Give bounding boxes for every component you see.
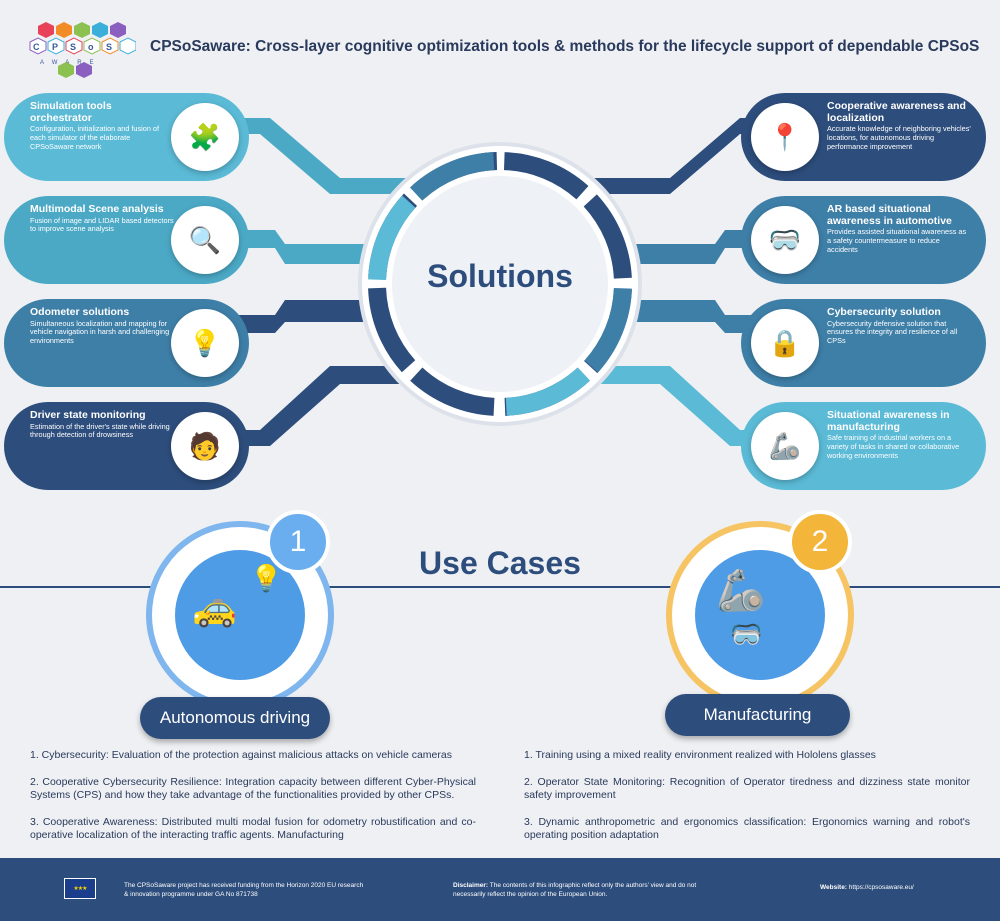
manufacturing-label: Manufacturing [665, 694, 850, 736]
driver-monitor-icon: 🧑 [171, 412, 239, 480]
list-item: 2. Operator State Monitoring: Recognitio… [524, 776, 970, 801]
list-item: 1. Training using a mixed reality enviro… [524, 749, 876, 761]
solution-title: Cybersecurity solution [827, 306, 941, 318]
solution-desc: Fusion of image and LIDAR based detector… [30, 215, 174, 234]
svg-text:o: o [88, 42, 94, 52]
solution-desc: Configuration, initialization and fusion… [30, 124, 159, 151]
solution-desc: Cybersecurity defensive solution that en… [827, 318, 958, 346]
website: Website: https://cpsosaware.eu/ [820, 884, 914, 891]
solutions-label: Solutions [427, 258, 573, 294]
disclaimer-label: Disclaimer: [453, 882, 489, 889]
disclaimer: Disclaimer: The contents of this infogra… [453, 882, 703, 899]
page-title: CPSoSaware: Cross-layer cognitive optimi… [150, 38, 980, 55]
solution-cooperative-awareness: 📍 Cooperative awareness and localization… [741, 93, 986, 181]
solution-title: Driver state monitoring [30, 409, 146, 421]
location-pin-icon: 📍 [751, 103, 819, 171]
solution-desc: Safe training of industrial workers on a… [827, 433, 960, 460]
solution-ar-situational: 🥽 AR based situational awareness in auto… [741, 196, 986, 284]
autonomous-driving-label: Autonomous driving [140, 697, 330, 739]
solution-title: Situational awareness in manufacturing [827, 409, 950, 433]
solutions-diagram [200, 118, 800, 446]
svg-text:P: P [52, 42, 58, 52]
list-item: 2. Cooperative Cybersecurity Resilience:… [30, 776, 476, 801]
cpsosaware-logo: C P S o S AWARE [29, 22, 136, 78]
divider-line [0, 586, 1000, 588]
solution-title: Cooperative awareness and localization [827, 100, 966, 124]
solution-title: AR based situational awareness in automo… [827, 203, 952, 227]
website-label: Website: [820, 884, 847, 891]
disclaimer-text: The contents of this infographic reflect… [453, 882, 697, 898]
solution-desc: Provides assisted situational awareness … [827, 227, 967, 254]
vr-headset-icon: 🥽 [751, 206, 819, 274]
svg-text:S: S [106, 42, 112, 52]
solution-title: Multimodal Scene analysis [30, 203, 164, 215]
list-item: 3. Dynamic anthropometric and ergonomics… [524, 816, 970, 841]
use-case-1-badge: 1 [266, 510, 330, 574]
scene-analysis-icon: 🔍 [171, 206, 239, 274]
solution-desc: Simultaneous localization and mapping fo… [30, 318, 170, 346]
footer: ★★★ The CPSoSaware project has received … [0, 858, 1000, 921]
use-case-2-badge: 2 [788, 510, 852, 574]
solution-desc: Estimation of the driver's state while d… [30, 421, 170, 440]
robot-arm-icon: 🦾 [751, 412, 819, 480]
headset-icon: 🥽 [730, 619, 763, 649]
robot-arm-large-icon: 🦾 [716, 569, 766, 613]
solution-desc: Accurate knowledge of neighboring vehicl… [827, 124, 971, 151]
cybersecurity-icon: 🔒 [751, 309, 819, 377]
solution-manufacturing-awareness: 🦾 Situational awareness in manufacturing… [741, 402, 986, 490]
ai-bulb-icon: 💡 [250, 563, 283, 593]
website-link[interactable]: https://cpsosaware.eu/ [846, 884, 914, 891]
funding-text: The CPSoSaware project has received fund… [124, 882, 364, 898]
svg-text:S: S [70, 42, 76, 52]
orchestrator-icon: 🧩 [171, 103, 239, 171]
svg-text:C: C [33, 42, 40, 52]
solution-title: Simulation tools orchestrator [30, 100, 112, 124]
autonomous-driving-list: 1. Cybersecurity: Evaluation of the prot… [30, 749, 476, 856]
eu-flag-icon: ★★★ [64, 878, 96, 899]
list-item: 3. Cooperative Awareness: Distributed mu… [30, 816, 476, 841]
use-cases-title: Use Cases [390, 545, 610, 582]
solution-title: Odometer solutions [30, 306, 130, 318]
list-item: 1. Cybersecurity: Evaluation of the prot… [30, 749, 452, 761]
lightbulb-hand-icon: 💡 [171, 309, 239, 377]
manufacturing-list: 1. Training using a mixed reality enviro… [524, 749, 970, 856]
car-icon: 🚕 [192, 587, 237, 628]
